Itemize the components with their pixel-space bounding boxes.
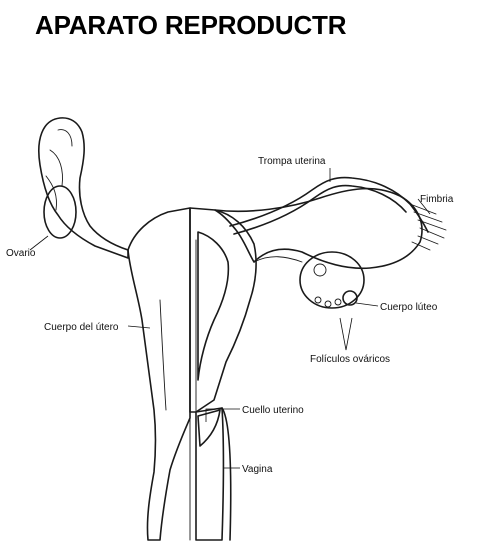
label-vagina: Vagina <box>242 464 273 475</box>
ovarian-follicle <box>314 264 326 276</box>
leader-foliculos <box>340 318 352 350</box>
right-ovary <box>254 252 364 308</box>
label-foliculos-ovaricos: Folículos ováricos <box>310 354 390 365</box>
label-cuello-uterino: Cuello uterino <box>242 405 304 416</box>
left-ovary <box>44 186 76 238</box>
label-ovario: Ovario <box>6 248 36 259</box>
ovarian-follicle <box>325 301 331 307</box>
right-fallopian-tube <box>230 178 446 251</box>
label-cuerpo-luteo: Cuerpo lúteo <box>380 302 438 313</box>
broad-ligament <box>215 189 422 269</box>
uterus-body <box>128 208 190 540</box>
label-trompa-uterina: Trompa uterina <box>258 156 326 167</box>
label-fimbria: Fimbria <box>420 194 454 205</box>
label-cuerpo-del-utero: Cuerpo del útero <box>44 322 119 333</box>
leader-cuerpo-utero <box>128 326 150 328</box>
cervix-and-vagina <box>196 408 231 540</box>
ovarian-follicle <box>315 297 321 303</box>
leader-cuerpo-luteo <box>356 303 378 306</box>
ovarian-follicle <box>335 299 341 305</box>
left-fallopian-tube <box>39 118 128 258</box>
